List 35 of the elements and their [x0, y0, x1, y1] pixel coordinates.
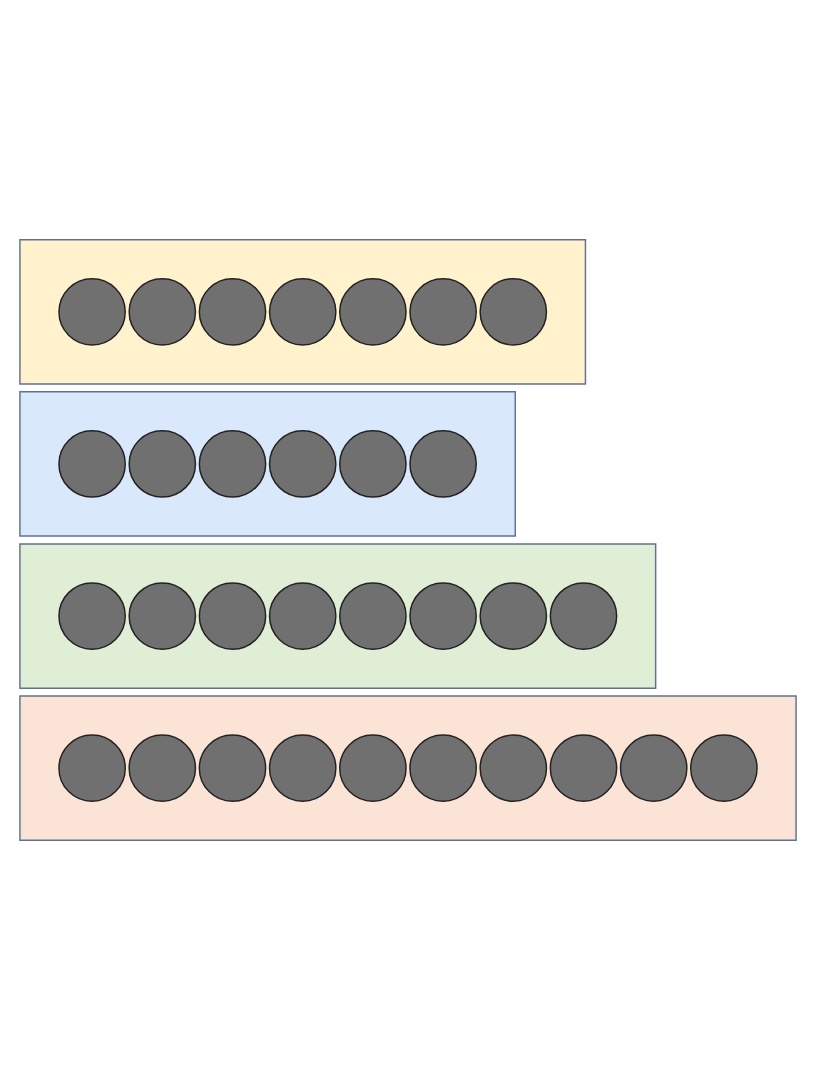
- node-circle: [128, 581, 197, 650]
- node-circle: [58, 429, 126, 498]
- node-circle: [690, 733, 758, 802]
- node-circle: [58, 581, 126, 650]
- node-circle: [549, 581, 618, 650]
- node-circle: [479, 733, 548, 802]
- node-circle: [268, 277, 337, 346]
- node-circle: [479, 581, 548, 650]
- node-circle: [268, 733, 337, 802]
- node-circle: [198, 581, 267, 650]
- node-circle: [268, 429, 337, 498]
- node-circle: [409, 429, 477, 498]
- cluster: [19, 238, 587, 385]
- node-circle: [619, 733, 688, 802]
- cluster: [19, 694, 797, 841]
- node-circle: [198, 277, 267, 346]
- node-circle: [409, 277, 477, 346]
- cluster: [19, 542, 657, 689]
- node-circle: [409, 581, 477, 650]
- node-circle: [58, 277, 126, 346]
- node-circle: [58, 733, 126, 802]
- node-circle: [339, 733, 407, 802]
- node-circle: [128, 277, 197, 346]
- node-circle: [128, 733, 197, 802]
- node-circle: [128, 429, 197, 498]
- cluster: [19, 390, 516, 537]
- node-circle: [549, 733, 618, 802]
- node-circle: [339, 581, 407, 650]
- node-circle: [339, 429, 407, 498]
- node-circle: [198, 733, 267, 802]
- node-circle: [339, 277, 407, 346]
- node-circle: [268, 581, 337, 650]
- node-circle: [479, 277, 548, 346]
- node-circle: [409, 733, 477, 802]
- node-circle: [198, 429, 267, 498]
